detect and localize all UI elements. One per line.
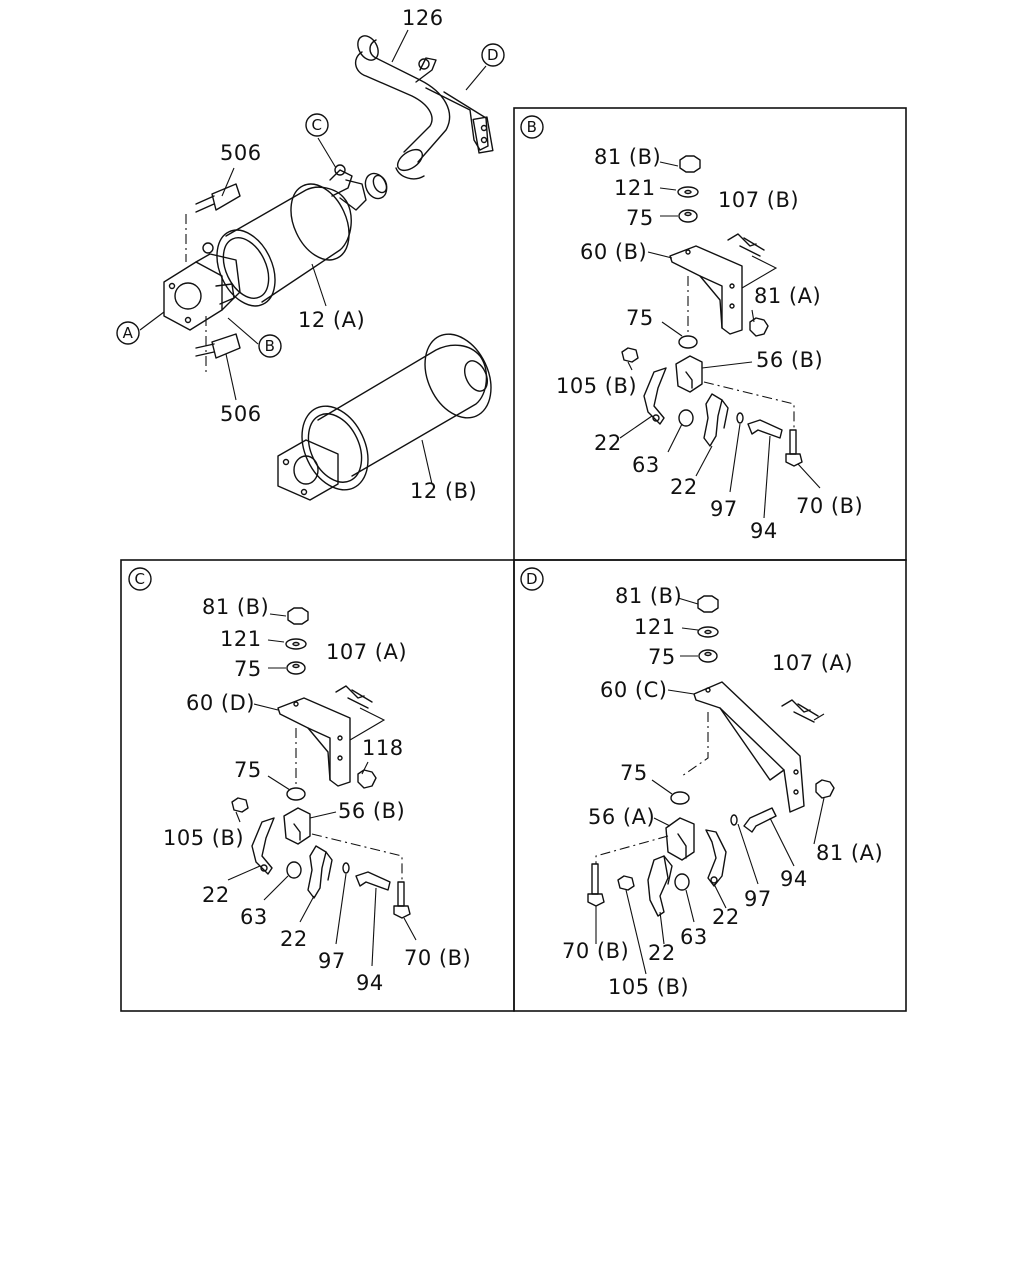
tail-pipe-126 <box>355 35 494 180</box>
part-label-75-bottom: 75 <box>620 761 648 785</box>
bolt-506-top <box>185 183 241 262</box>
part-label-81b: 81 (B) <box>202 595 269 619</box>
part-label-94: 94 <box>780 867 808 891</box>
part-label-75-bottom: 75 <box>626 306 654 330</box>
muffler-12b <box>277 333 492 501</box>
bolt-506-bottom <box>195 316 241 372</box>
part-label-22-right: 22 <box>280 927 308 951</box>
ref-label-c-panel: C <box>135 570 146 588</box>
ref-label-d-panel: D <box>526 570 538 588</box>
part-label-107b: 107 (B) <box>718 188 799 212</box>
ref-circle-d-main: D <box>481 43 505 67</box>
part-label-97: 97 <box>318 949 346 973</box>
part-label-12b: 12 (B) <box>410 479 477 503</box>
panel-d: D <box>520 567 883 999</box>
part-label-126: 126 <box>402 6 444 30</box>
muffler-12a <box>163 164 388 331</box>
ref-circle-b-panel: B <box>520 115 544 139</box>
ref-circle-a: A <box>116 321 140 345</box>
part-label-121: 121 <box>634 615 676 639</box>
panel-c-frame <box>120 559 515 1012</box>
part-label-63: 63 <box>680 925 708 949</box>
part-label-56b: 56 (B) <box>338 799 405 823</box>
part-label-75-bottom: 75 <box>234 758 262 782</box>
part-label-75-top: 75 <box>234 657 262 681</box>
part-label-94: 94 <box>750 519 778 543</box>
panel-frames <box>120 107 907 1012</box>
ref-circle-c-main: C <box>305 113 329 137</box>
ref-label-c-main: C <box>312 116 323 134</box>
part-label-81a: 81 (A) <box>754 284 821 308</box>
part-label-63: 63 <box>632 453 660 477</box>
part-label-97: 97 <box>744 887 772 911</box>
part-label-107a: 107 (A) <box>772 651 853 675</box>
panel-b-frame <box>513 107 907 561</box>
part-label-105b: 105 (B) <box>163 826 244 850</box>
ref-label-d-main: D <box>487 46 499 64</box>
part-label-70b: 70 (B) <box>562 939 629 963</box>
ref-label-b-main: B <box>265 337 276 355</box>
part-label-70b: 70 (B) <box>404 946 471 970</box>
part-label-60d: 60 (D) <box>186 691 255 715</box>
part-label-105b: 105 (B) <box>608 975 689 999</box>
part-label-56a: 56 (A) <box>588 805 655 829</box>
part-label-22-left: 22 <box>202 883 230 907</box>
ref-label-b-panel: B <box>527 118 538 136</box>
part-label-107a: 107 (A) <box>326 640 407 664</box>
part-label-22-left: 22 <box>594 431 622 455</box>
part-label-97: 97 <box>710 497 738 521</box>
main-assembly: A B C D 126 506 506 12 (A) 12 (B) <box>116 6 505 503</box>
ref-circle-c-panel: C <box>128 567 152 591</box>
part-label-22-right: 22 <box>712 905 740 929</box>
part-label-60c: 60 (C) <box>600 678 667 702</box>
part-label-56b: 56 (B) <box>756 348 823 372</box>
ref-circle-b-main: B <box>258 334 282 358</box>
part-label-75-top: 75 <box>626 206 654 230</box>
part-label-121: 121 <box>614 176 656 200</box>
part-label-70b: 70 (B) <box>796 494 863 518</box>
part-label-22-left: 22 <box>648 941 676 965</box>
part-label-506-top: 506 <box>220 141 262 165</box>
part-label-121: 121 <box>220 627 262 651</box>
part-label-105b: 105 (B) <box>556 374 637 398</box>
part-label-60b: 60 (B) <box>580 240 647 264</box>
panel-b: B <box>520 115 863 543</box>
part-label-75-top: 75 <box>648 645 676 669</box>
panel-c: C <box>128 567 471 995</box>
part-label-81a: 81 (A) <box>816 841 883 865</box>
part-label-94: 94 <box>356 971 384 995</box>
panel-d-frame <box>513 559 907 1012</box>
part-label-12a: 12 (A) <box>298 308 365 332</box>
part-label-22-right: 22 <box>670 475 698 499</box>
part-label-506-bottom: 506 <box>220 402 262 426</box>
ref-circle-d-panel: D <box>520 567 544 591</box>
part-label-118: 118 <box>362 736 404 760</box>
ref-label-a: A <box>123 324 134 342</box>
part-label-81b: 81 (B) <box>615 584 682 608</box>
part-label-63: 63 <box>240 905 268 929</box>
part-label-81b: 81 (B) <box>594 145 661 169</box>
